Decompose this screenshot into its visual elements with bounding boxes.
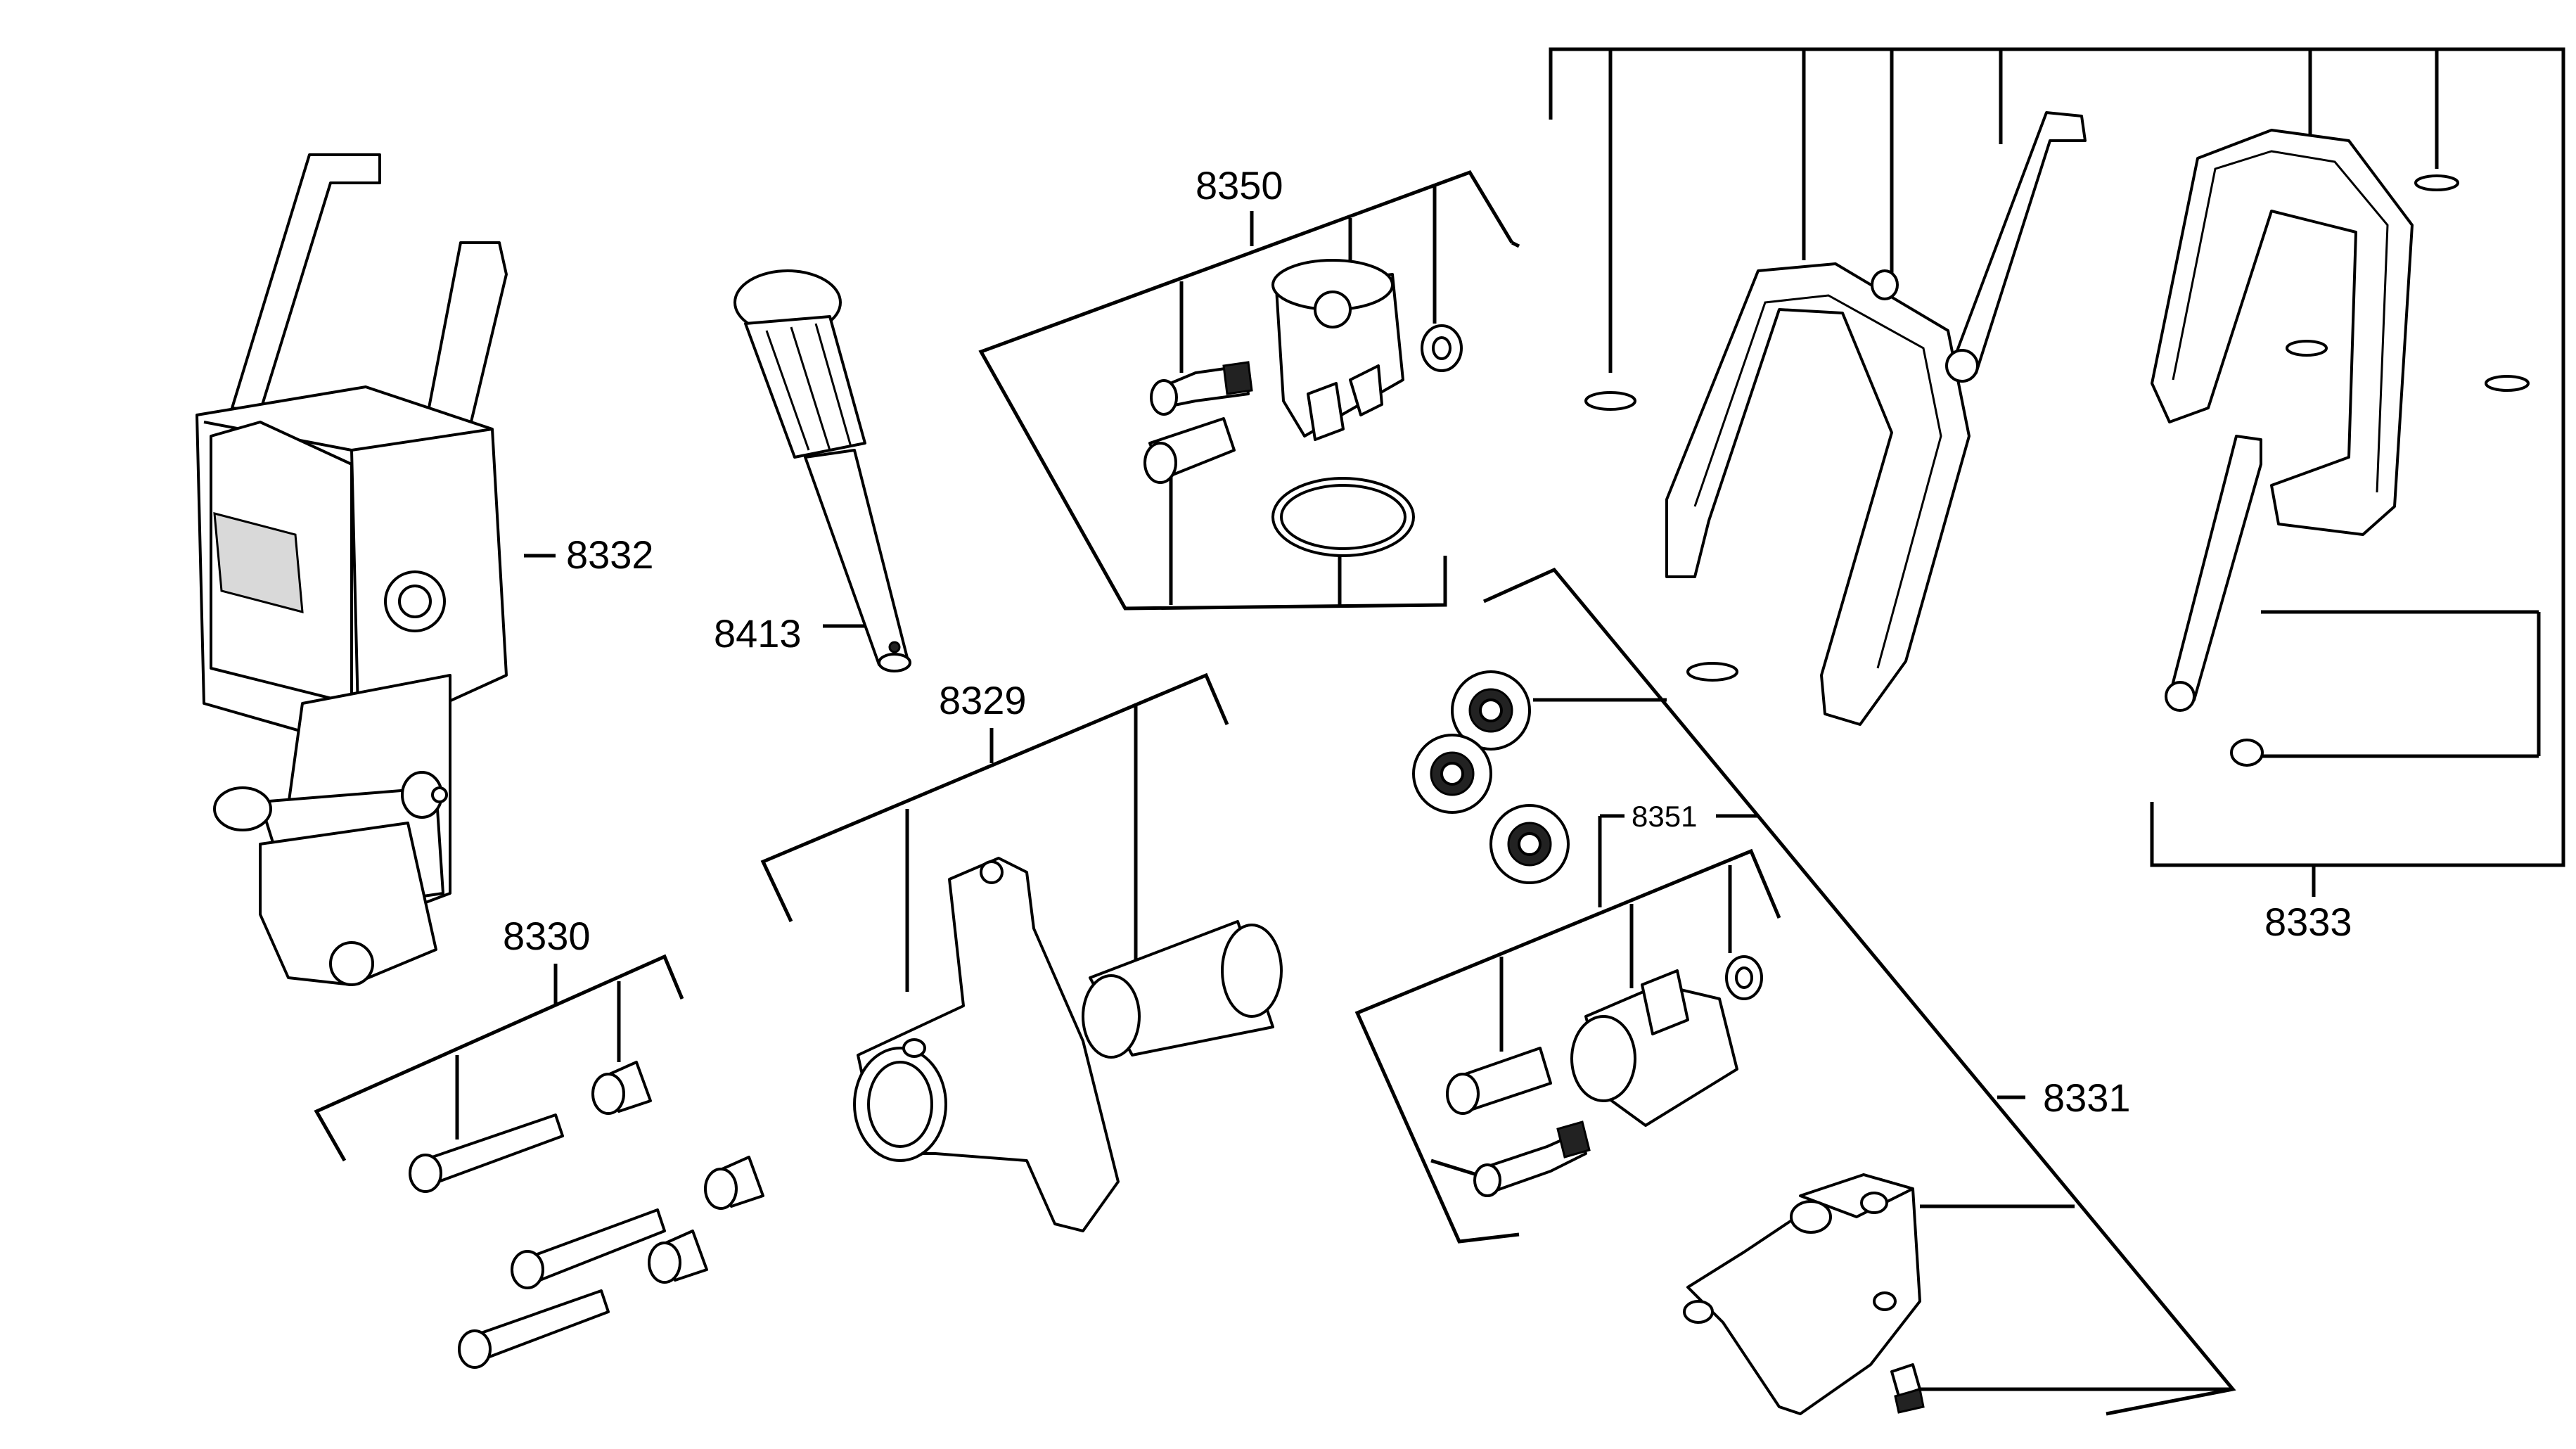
label-8350: 8350 — [1196, 163, 1283, 208]
bracket-8330 — [314, 954, 684, 1162]
tool-body-part — [196, 153, 508, 986]
bearings-parts — [1412, 670, 1570, 884]
bracket-8350 — [978, 170, 1514, 611]
label-8331: 8331 — [2043, 1075, 2131, 1120]
bracket-8331 — [1482, 567, 2236, 1416]
screws-8330-parts — [409, 1061, 764, 1369]
kit-8351-parts — [1446, 955, 1763, 1197]
frame-left-part — [1584, 262, 1971, 726]
label-8332: 8332 — [566, 532, 654, 577]
collar-8329-part — [853, 857, 1283, 1232]
bracket-8351 — [1354, 848, 1781, 1244]
frame-right-part — [2151, 129, 2530, 767]
bracket-8329 — [760, 672, 1229, 923]
label-8351: 8351 — [1632, 800, 1697, 833]
handle-rod-part — [733, 269, 911, 672]
label-8333: 8333 — [2264, 900, 2352, 944]
lever-arm-part — [1945, 111, 2087, 383]
label-8330: 8330 — [503, 914, 591, 958]
bracket-8333 — [1549, 47, 2565, 867]
label-8413: 8413 — [714, 611, 802, 656]
housing-8331-part — [1683, 1173, 1925, 1415]
kit-8350-parts — [1143, 259, 1463, 557]
label-8329: 8329 — [939, 678, 1027, 722]
